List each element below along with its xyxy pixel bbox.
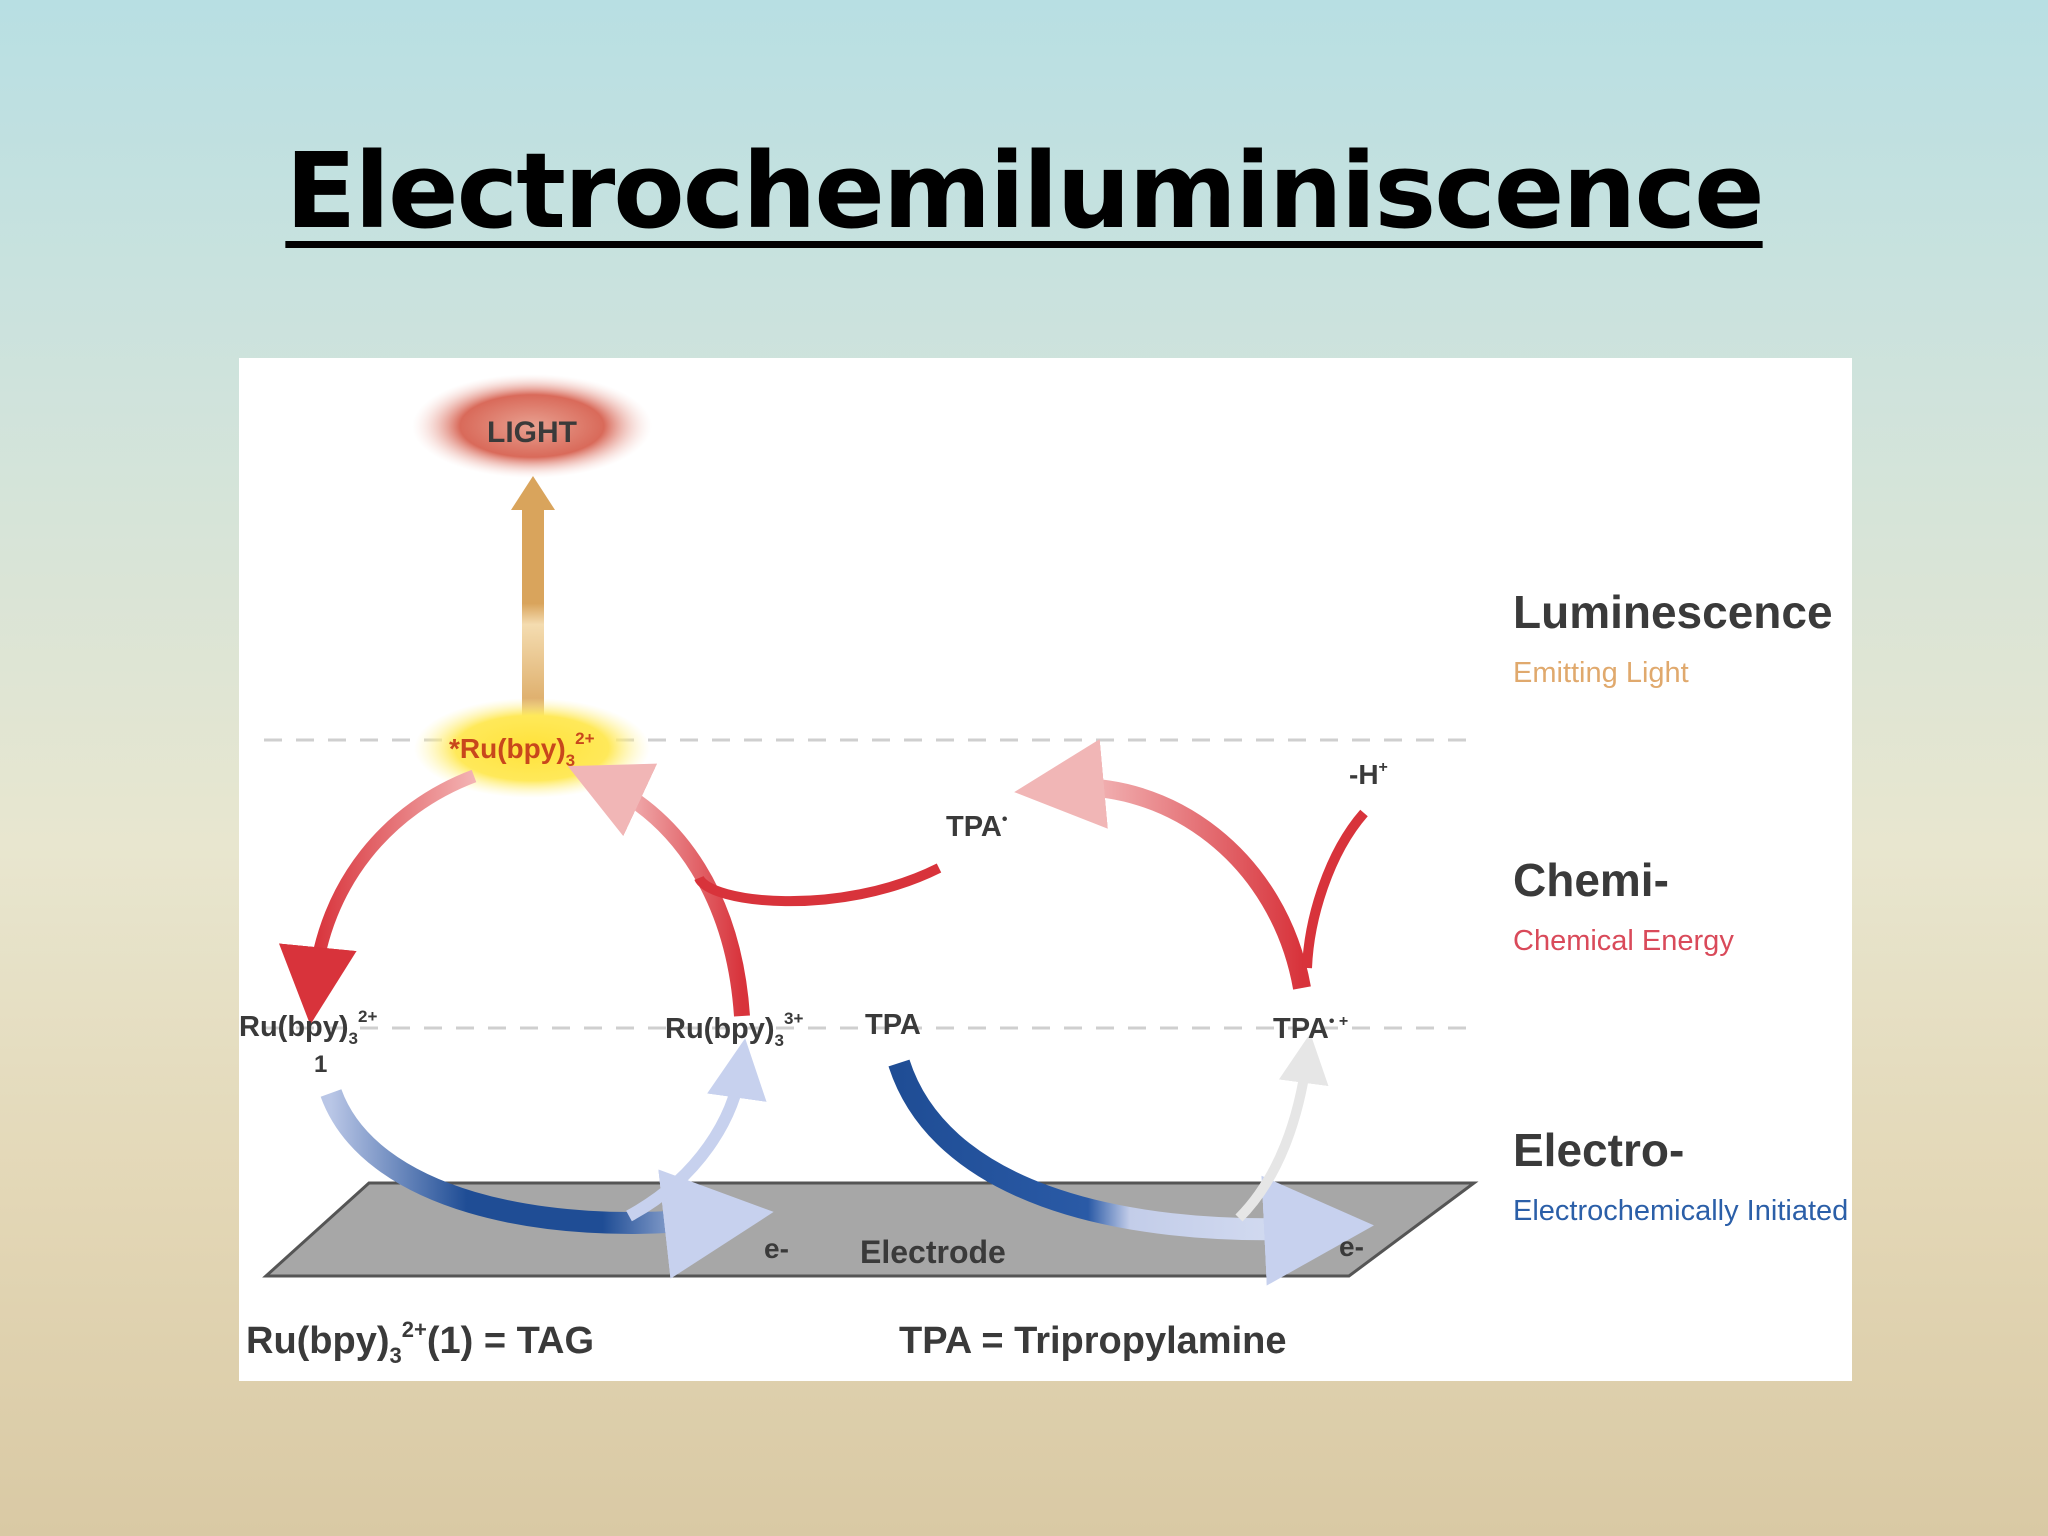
stage-electro: Electro- Electrochemically Initiated xyxy=(1513,1124,1848,1227)
slide-title-text: Electrochemiluminiscence xyxy=(285,130,1764,252)
electron-left-label: e- xyxy=(764,1233,789,1264)
tpa-cation-label: TPA• + xyxy=(1273,1013,1348,1045)
legend-tpa: TPA = Tripropylamine xyxy=(899,1320,1286,1362)
electrode-label: Electrode xyxy=(860,1234,1006,1270)
stage-luminescence: Luminescence Emitting Light xyxy=(1513,586,1833,689)
stage-electro-sub: Electrochemically Initiated xyxy=(1513,1195,1848,1227)
arrow-ru2-oxidation-left xyxy=(320,1088,774,1279)
arrow-ru2-oxidation-up xyxy=(626,1038,767,1222)
tpa-label: TPA xyxy=(865,1009,921,1041)
stage-electro-heading: Electro- xyxy=(1513,1124,1684,1176)
arrow-tpa-oxidation xyxy=(888,1059,1374,1286)
electron-right-label: e- xyxy=(1339,1231,1364,1262)
ecl-diagram-panel: LIGHT *Ru(bpy)32+ Ru(bpy)32+ 1 Ru(bpy)33… xyxy=(239,358,1852,1381)
arrow-tpa-cation-to-radical xyxy=(1014,739,1311,990)
stage-chemi-sub: Chemical Energy xyxy=(1513,925,1734,957)
stage-luminescence-heading: Luminescence xyxy=(1513,586,1833,638)
ru2-label: Ru(bpy)32+ xyxy=(239,1007,377,1048)
arrow-excited-to-ground xyxy=(278,769,477,1025)
stage-chemi: Chemi- Chemical Energy xyxy=(1513,854,1734,957)
arrow-tpa-radical-to-ru xyxy=(694,863,942,907)
tpa-radical-label: TPA• xyxy=(946,811,1008,843)
arrow-deprotonation xyxy=(1302,809,1368,969)
stage-chemi-heading: Chemi- xyxy=(1513,854,1669,906)
minus-h-label: -H+ xyxy=(1349,759,1388,790)
arrow-tpa-oxidation-up xyxy=(1235,1033,1329,1222)
arrow-ru3-to-excited xyxy=(567,763,750,1017)
ru2-note: 1 xyxy=(314,1051,327,1078)
light-label: LIGHT xyxy=(487,416,577,449)
legend-tag: Ru(bpy)32+(1) = TAG xyxy=(246,1317,594,1368)
ecl-diagram: LIGHT *Ru(bpy)32+ Ru(bpy)32+ 1 Ru(bpy)33… xyxy=(239,374,1848,1368)
light-glow xyxy=(412,374,652,478)
excited-state-label: *Ru(bpy)32+ xyxy=(449,729,595,770)
light-arrow xyxy=(511,476,555,720)
slide-title: Electrochemiluminiscence xyxy=(0,130,2048,252)
ru3-label: Ru(bpy)33+ xyxy=(665,1009,803,1050)
stage-luminescence-sub: Emitting Light xyxy=(1513,657,1689,689)
